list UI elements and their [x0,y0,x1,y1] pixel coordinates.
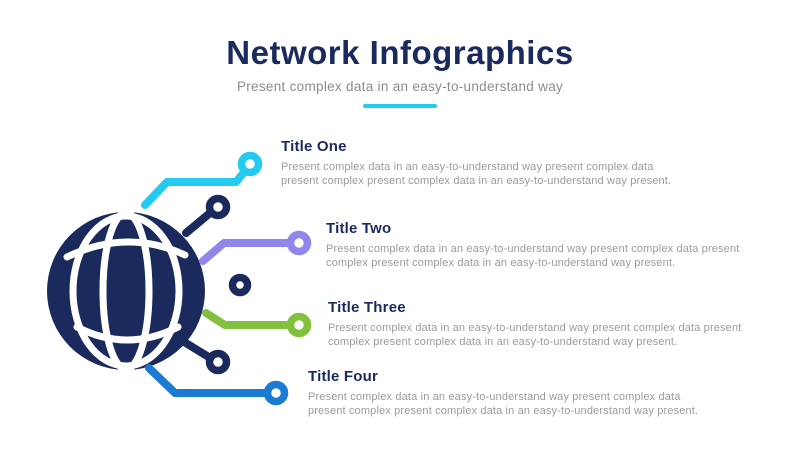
network-node-ring-two [286,230,312,256]
list-item-one: Title One Present complex data in an eas… [281,138,711,188]
item-one-title: Title One [281,138,347,155]
connector-line-two [199,239,303,265]
globe-meridian-sides [69,212,183,370]
connector-line-four [145,364,280,397]
item-two-body: Present complex data in an easy-to-under… [326,243,740,269]
globe-parallel-top [63,238,189,261]
network-node-ring-three [286,312,312,338]
page-title: Network Infographics [226,34,574,71]
item-two-title: Title Two [326,220,392,237]
connector-stub-lower [177,336,211,360]
network-node-ring-navy-upper [205,194,231,220]
item-four-title: Title Four [308,368,379,385]
item-three-title: Title Three [328,299,406,316]
item-four-body: Present complex data in an easy-to-under… [308,391,699,417]
network-node-ring-four [263,380,289,406]
connector-stub-upper [182,209,214,237]
network-node-dot [228,273,252,297]
item-one-body: Present complex data in an easy-to-under… [281,161,672,187]
globe-parallel-bottom [73,323,182,344]
globe-icon [47,209,205,373]
network-node-ring-one [237,151,263,177]
network-node-ring-navy-lower [205,349,231,375]
title-underline-accent [363,104,437,108]
item-three-body: Present complex data in an easy-to-under… [328,322,742,348]
connector-line-one [141,161,254,209]
list-item-two: Title Two Present complex data in an eas… [326,220,766,270]
list-item-three: Title Three Present complex data in an e… [328,299,768,349]
list-item-four: Title Four Present complex data in an ea… [308,368,748,418]
connector-line-three [202,309,303,329]
page-subtitle: Present complex data in an easy-to-under… [236,79,564,94]
